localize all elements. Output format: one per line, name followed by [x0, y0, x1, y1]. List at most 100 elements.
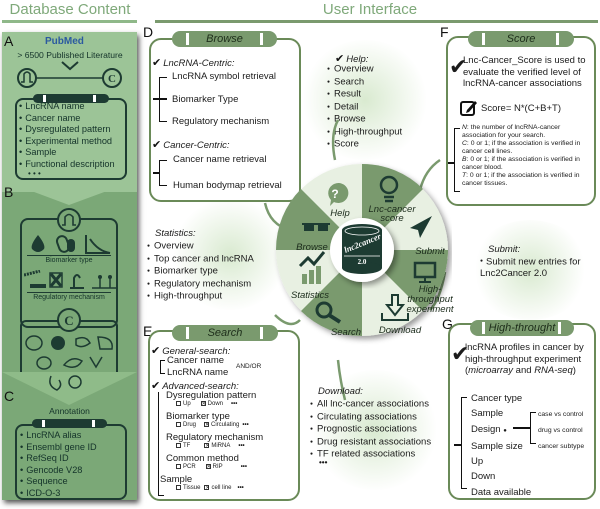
group-options: DrugCirculating••• [176, 422, 298, 428]
desc-text: lncRNA profiles in cancer by high-throug… [465, 342, 584, 376]
desc-rnaseq: RNA-seq [534, 365, 573, 376]
browse-tab[interactable]: Browse [172, 31, 277, 47]
help-item[interactable]: Browse [327, 113, 402, 126]
wheel-segment-score[interactable]: Lnc-cancer score [368, 204, 416, 224]
statistics-item[interactable]: Top cancer and lncRNA [147, 253, 254, 266]
panel-letter-a: A [4, 33, 14, 49]
magnifier-icon [315, 301, 342, 324]
edit-icon [460, 101, 477, 116]
tree-bracket [159, 77, 167, 122]
statistics-list: Overview Top cancer and lncRNA Biomarker… [147, 240, 254, 303]
download-item[interactable]: Drug resistant associations [310, 436, 431, 449]
more-options[interactable]: ••• [231, 401, 238, 408]
more-options[interactable]: ••• [238, 443, 245, 450]
browse-cancer-name-link[interactable]: Cancer name retrieval [173, 154, 267, 165]
browse-biomarker-type-link[interactable]: Biomarker Type [172, 94, 239, 105]
def-key: C [462, 140, 467, 147]
browse-lncrna-symbol-link[interactable]: LncRNA symbol retrieval [172, 71, 277, 82]
def-key: N [462, 124, 467, 131]
list-item: LncRNA alias [20, 430, 97, 442]
option-label: TF [183, 443, 191, 450]
checkbox-cell-line[interactable] [204, 485, 210, 490]
checkbox-pcr[interactable] [176, 464, 181, 469]
download-item[interactable]: Prognostic associations [310, 423, 431, 436]
bullet: ● [480, 258, 484, 264]
option-label: Up [183, 401, 191, 408]
download-item[interactable]: All lnc-cancer associations [310, 398, 431, 411]
wheel-segment-high-throughput[interactable]: High-throughput experiment [406, 284, 454, 315]
statistics-item[interactable]: Overview [147, 240, 254, 253]
tree-connector [153, 172, 159, 174]
statistics-heading: Statistics: [155, 228, 196, 239]
wheel-segment-download[interactable]: Download [378, 325, 422, 336]
checkbox-tf[interactable] [176, 443, 181, 448]
field-item: Data available [471, 486, 532, 498]
cancer-centric-heading: Cancer-Centric: [152, 138, 229, 151]
checkbox-drug[interactable] [176, 422, 181, 427]
design-options: case vs control drug vs control cancer s… [538, 407, 584, 455]
adv-group-biomarker: Biomarker type DrugCirculating••• [166, 411, 298, 432]
general-search-cancer-name[interactable]: Cancer name [167, 355, 225, 366]
submit-item[interactable]: ●Submit new entries for Lnc2Cancer 2.0 [480, 256, 595, 279]
wheel-segment-browse[interactable]: Browse [296, 242, 328, 253]
more-options[interactable]: ••• [240, 464, 247, 471]
high-throughput-tab[interactable]: High-throught [470, 320, 574, 336]
group-options: Tissuecell line••• [176, 485, 298, 491]
check-icon: ✔ [451, 341, 470, 366]
divider [27, 292, 111, 293]
field-item: Sample size [471, 440, 523, 452]
help-item[interactable]: Detail [327, 101, 402, 114]
wheel-segment-help[interactable]: Help [330, 208, 350, 219]
help-item[interactable]: Result [327, 88, 402, 101]
checkbox-mirna[interactable] [204, 443, 210, 448]
help-item[interactable]: Search [327, 76, 402, 89]
desc-text: and [513, 365, 535, 376]
help-heading: Help: [335, 52, 368, 65]
download-more[interactable]: ••• [319, 458, 328, 467]
statistics-item[interactable]: Biomarker type [147, 265, 254, 278]
checkbox-up[interactable] [176, 401, 181, 406]
more-options[interactable]: ••• [242, 422, 249, 429]
help-icon [328, 183, 349, 206]
database-icon [342, 224, 382, 274]
statistics-item[interactable]: Regulatory mechanism [147, 278, 254, 291]
left-header-rule [2, 20, 137, 23]
help-item[interactable]: Score [327, 138, 402, 151]
wheel-segment-submit[interactable]: Submit [415, 246, 445, 257]
checkbox-circulating[interactable] [204, 422, 210, 427]
submit-glow [470, 220, 590, 320]
more-options[interactable]: ••• [237, 485, 244, 492]
wheel-segment-statistics[interactable]: Statistics [290, 290, 329, 301]
browse-regulatory-mechanism-link[interactable]: Regulatory mechanism [172, 116, 270, 127]
regulatory-mechanism-label: Regulatory mechanism [33, 294, 105, 301]
help-item[interactable]: High-throughput [327, 126, 402, 139]
general-search-lncrna-name[interactable]: LncRNA name [167, 367, 229, 378]
list-item: Ensembl gene ID [20, 442, 96, 454]
checkbox-rip[interactable] [205, 464, 211, 469]
download-heading: Download: [318, 386, 363, 397]
download-item[interactable]: Circulating associations [310, 411, 431, 424]
pubmed-logo: PubMed [45, 36, 84, 47]
search-tab[interactable]: Search [172, 325, 278, 341]
checkbox-down[interactable] [200, 401, 206, 406]
tree-connector [513, 427, 530, 429]
group-label: Common method [166, 453, 239, 464]
field-item: Cancer type [471, 393, 523, 404]
checkbox-tissue[interactable] [176, 485, 181, 490]
help-item[interactable]: Overview [327, 63, 402, 76]
wheel-segment-search[interactable]: Search [330, 327, 362, 338]
score-formula: Score= N*(C+B+T) [481, 103, 561, 114]
high-throughput-panel [448, 323, 596, 500]
lncrna-centric-heading: LncRNA-Centric: [152, 56, 234, 69]
score-tab[interactable]: Score [468, 31, 574, 47]
statistics-item[interactable]: High-throughput [147, 290, 254, 303]
search-panel [148, 330, 300, 501]
browse-bodymap-link[interactable]: Human bodymap retrieval [173, 180, 282, 191]
submit-link[interactable]: Submit new entries for Lnc2Cancer 2.0 [480, 256, 581, 279]
browse-tab-label: Browse [206, 33, 243, 45]
panel-letter-f: F [440, 24, 449, 40]
download-item[interactable]: TF related associations [310, 448, 431, 461]
download-icon [381, 294, 409, 321]
list-item: Dysregulated pattern [19, 124, 115, 136]
and-or-label: AND/OR [236, 363, 262, 370]
